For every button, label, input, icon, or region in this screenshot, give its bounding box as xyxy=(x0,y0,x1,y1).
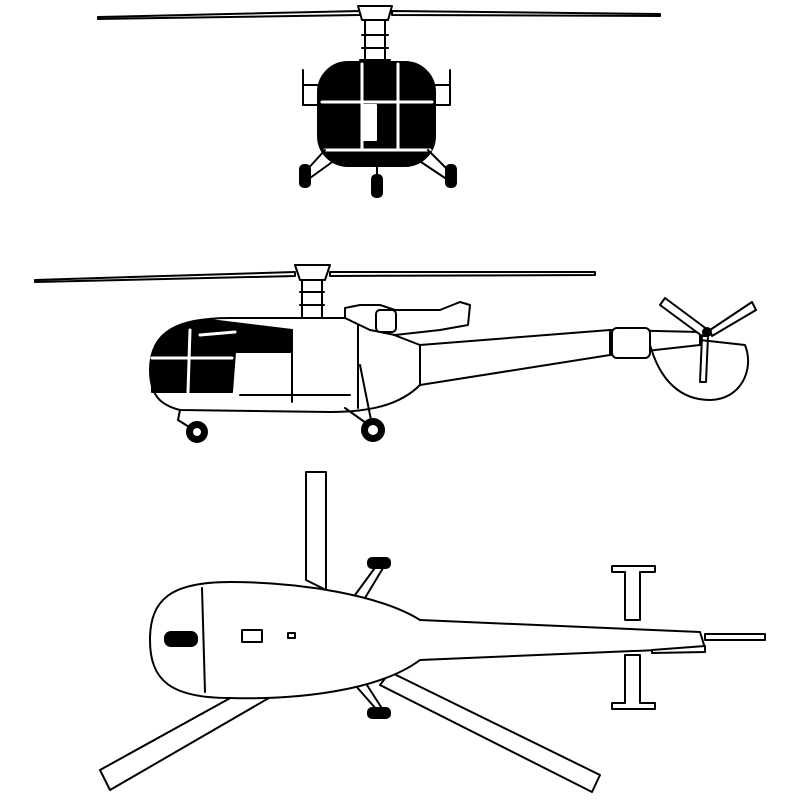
side-window-frames xyxy=(150,328,237,394)
side-tail-fairing xyxy=(611,327,651,359)
top-wheel-upper xyxy=(367,557,391,569)
top-fuselage xyxy=(149,581,706,700)
top-stabilizer-upper xyxy=(611,565,656,621)
front-landing-gear-struts xyxy=(304,149,451,183)
top-tail-rotor-blades xyxy=(651,633,766,654)
top-wheel-lower xyxy=(367,707,391,719)
side-engine-intake xyxy=(375,309,397,333)
top-view xyxy=(99,471,766,793)
top-fuselage-panel-lines xyxy=(201,587,206,693)
front-view xyxy=(97,5,661,198)
top-vent xyxy=(287,632,296,639)
top-stabilizer-lower xyxy=(611,654,656,710)
front-wheel-right xyxy=(445,164,457,188)
side-main-wheel-hub xyxy=(368,425,378,435)
front-rotor-hub xyxy=(357,5,393,21)
top-hatch xyxy=(241,629,263,643)
front-wheel-left xyxy=(299,164,311,188)
side-main-rotor-blades xyxy=(34,271,596,283)
front-side-steps xyxy=(302,69,451,106)
top-blade-lower-right xyxy=(379,671,601,793)
top-gear-struts xyxy=(354,564,384,711)
front-wheel-nose xyxy=(371,174,383,198)
top-nose-light xyxy=(164,631,198,647)
side-view xyxy=(34,264,757,443)
front-door-panel xyxy=(361,104,377,141)
side-cockpit-windows xyxy=(151,319,293,393)
side-fuselage-panel-lines xyxy=(239,319,611,409)
side-rotor-mast xyxy=(299,279,325,319)
side-tail-skid-guard xyxy=(649,339,750,401)
top-blade-up xyxy=(305,471,327,591)
side-nose-wheel-hub xyxy=(193,428,201,436)
front-rotor-mast xyxy=(359,19,391,63)
side-rotor-hub xyxy=(294,264,331,281)
side-tail-rotor-hub xyxy=(702,327,712,337)
